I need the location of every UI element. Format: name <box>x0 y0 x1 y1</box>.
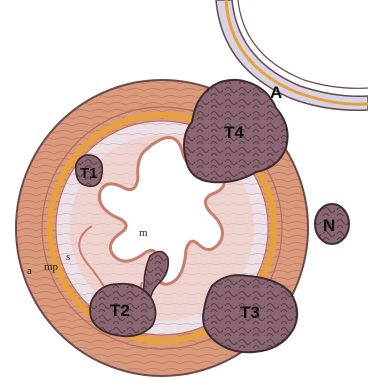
label-aorta: A <box>270 83 282 102</box>
label-adventitia: a <box>27 265 32 277</box>
label-t2: T2 <box>110 301 130 320</box>
label-node: N <box>323 216 335 235</box>
label-submucosa: s <box>66 251 70 263</box>
label-t4: T4 <box>224 123 244 142</box>
label-t3: T3 <box>240 303 260 322</box>
label-muscularis-propria: mp <box>44 261 59 273</box>
label-t1: T1 <box>80 165 98 182</box>
label-mucosa: m <box>139 227 148 239</box>
